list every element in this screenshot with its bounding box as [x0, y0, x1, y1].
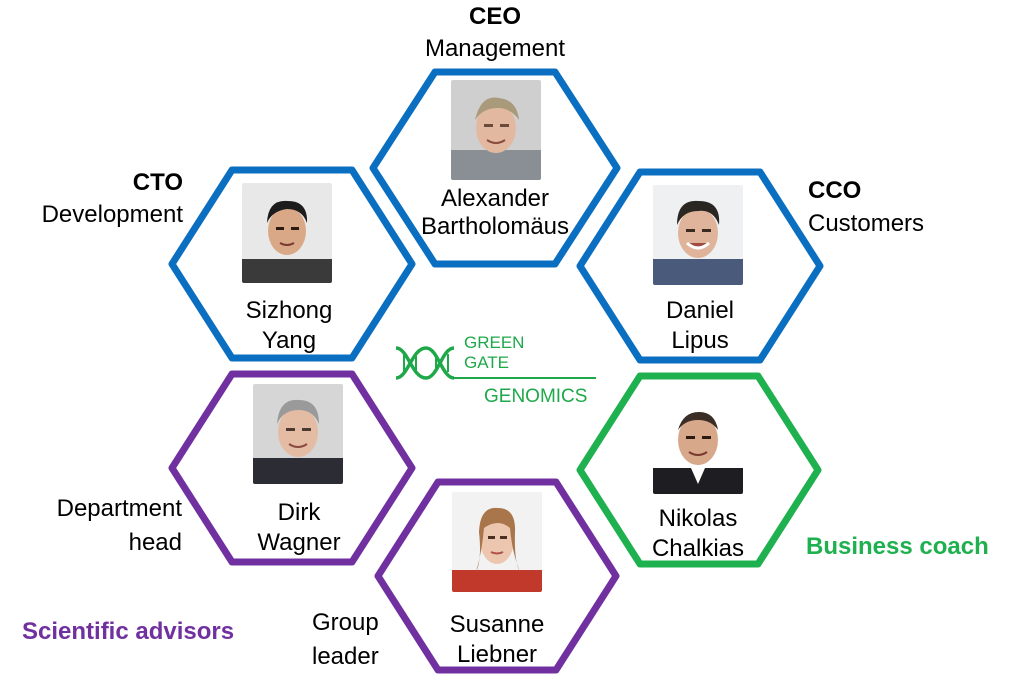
- cto-role: CTO: [132, 169, 183, 196]
- coach-name-line2: Chalkias: [651, 535, 745, 562]
- logo-line3: GENOMICS: [484, 386, 587, 407]
- advisor-2-name-line2: Liebner: [456, 641, 538, 668]
- portrait-cco: [653, 185, 743, 285]
- scientific-advisors-label: Scientific advisors: [22, 618, 235, 645]
- cco-area: Customers: [808, 210, 925, 237]
- hexagon-cto: [168, 166, 416, 362]
- advisor-1-name-line2: Wagner: [257, 529, 341, 556]
- green-gate-genomics-logo: GREEN GATE GENOMICS: [392, 328, 602, 408]
- cto-area: Development: [41, 201, 183, 228]
- advisor-2-role-line1: Group: [312, 609, 379, 636]
- business-coach-label: Business coach: [806, 533, 989, 560]
- advisor-1-role-line2: head: [128, 529, 182, 556]
- ceo-area: Management: [424, 35, 566, 62]
- ceo-name-line1: Alexander: [440, 185, 550, 212]
- cto-name-line2: Yang: [261, 327, 317, 354]
- advisor-2-role-line2: leader: [312, 643, 379, 670]
- logo-line2: GATE: [464, 353, 509, 372]
- advisor-1-role-line1: Department: [56, 495, 182, 522]
- coach-name-line1: Nikolas: [658, 505, 738, 532]
- dna-helix-icon: GREEN GATE GENOMICS: [395, 333, 596, 407]
- hexagon-business-coach: [576, 372, 822, 568]
- advisor-1-name-line1: Dirk: [277, 499, 321, 526]
- hexagon-cco: [576, 168, 824, 364]
- logo-line1: GREEN: [464, 333, 524, 352]
- cco-name-line1: Daniel: [665, 297, 735, 324]
- cco-role: CCO: [808, 177, 862, 204]
- advisor-2-name-line1: Susanne: [449, 611, 545, 638]
- ceo-role: CEO: [468, 3, 521, 30]
- cco-name-line2: Lipus: [671, 327, 729, 354]
- hexagon-ceo: [369, 68, 621, 268]
- portrait-coach: [653, 394, 743, 494]
- portrait-cto: [242, 183, 332, 283]
- portrait-advisor-1: [253, 384, 343, 484]
- hexagon-department-head: [168, 370, 416, 566]
- hexagon-group-leader: [374, 478, 620, 674]
- portrait-advisor-2: [452, 492, 542, 592]
- portrait-ceo: [451, 80, 541, 180]
- cto-name-line1: Sizhong: [245, 297, 333, 324]
- ceo-name-line2: Bartholomäus: [420, 213, 570, 240]
